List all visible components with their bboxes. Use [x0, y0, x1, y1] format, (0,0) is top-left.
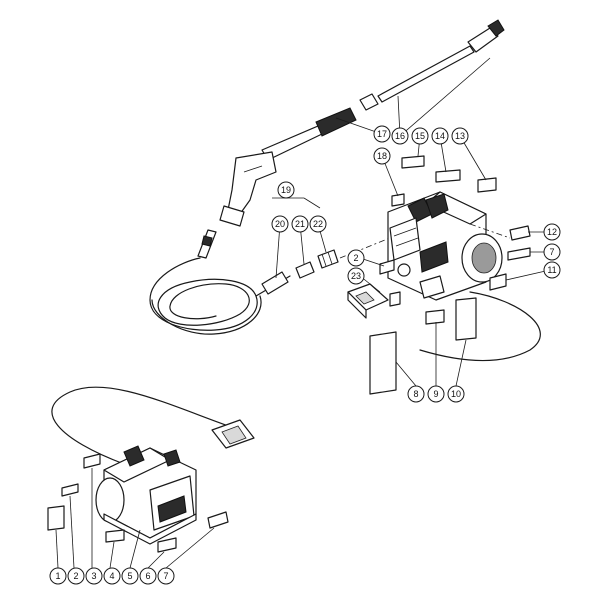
decal-13	[477, 177, 497, 193]
callout-number: 16	[395, 131, 405, 141]
callout-number: 14	[435, 131, 445, 141]
trigger-gun	[197, 107, 357, 259]
callout-circle	[157, 567, 175, 585]
callout-7: 7	[157, 567, 175, 585]
callout-3: 3	[85, 567, 103, 585]
callout-6: 6	[139, 567, 157, 585]
callout-circle	[411, 127, 429, 145]
callout-circle	[271, 215, 289, 233]
callout-18: 18	[373, 147, 391, 165]
callout-number: 11	[547, 265, 556, 275]
decal-7	[507, 247, 531, 261]
callout-circle	[543, 243, 561, 261]
decals-upper	[369, 155, 531, 395]
callout-circle	[391, 127, 409, 145]
callout-number: 9	[433, 389, 438, 399]
callout-number: 20	[275, 219, 285, 229]
callout-number: 22	[313, 219, 323, 229]
callout-number: 18	[377, 151, 387, 161]
callout-circle	[451, 127, 469, 145]
upper-motor-pump	[387, 191, 511, 301]
decal-2	[379, 259, 395, 275]
spray-wand	[359, 19, 505, 111]
callout-number: 13	[455, 131, 465, 141]
decal-8	[369, 331, 397, 395]
decal-10	[455, 297, 477, 341]
callout-20: 20	[271, 215, 289, 233]
callout-9: 9	[427, 385, 445, 403]
callout-number: 17	[377, 129, 387, 139]
callout-23: 23	[347, 267, 365, 285]
callout-circle	[431, 127, 449, 145]
callout-19: 19	[277, 181, 295, 199]
gfci-plug	[347, 283, 389, 319]
callout-circle	[49, 567, 67, 585]
callout-circle	[447, 385, 465, 403]
decal-14	[435, 169, 461, 183]
callout-number: 7	[549, 247, 554, 257]
callout-15: 15	[411, 127, 429, 145]
callout-circle	[277, 181, 295, 199]
callout-2-upper: 2	[347, 249, 365, 267]
callout-circle	[373, 147, 391, 165]
callout-1: 1	[49, 567, 67, 585]
callout-number: 12	[547, 227, 557, 237]
callout-11: 11	[543, 261, 561, 279]
callout-circle	[139, 567, 157, 585]
decal-23-tag	[389, 291, 401, 307]
callout-circle	[103, 567, 121, 585]
callout-4: 4	[103, 567, 121, 585]
callout-7-upper: 7	[543, 243, 561, 261]
decal-9	[425, 309, 445, 325]
callout-number: 19	[281, 185, 291, 195]
callout-circle	[407, 385, 425, 403]
callout-12: 12	[543, 223, 561, 241]
fittings	[295, 237, 391, 279]
callout-number: 3	[91, 571, 96, 581]
callout-circle	[543, 223, 561, 241]
callout-8: 8	[407, 385, 425, 403]
callout-17: 17	[373, 125, 391, 143]
callout-number: 10	[451, 389, 461, 399]
callout-10: 10	[447, 385, 465, 403]
callout-number: 8	[413, 389, 418, 399]
callout-circle	[121, 567, 139, 585]
callout-circle	[291, 215, 309, 233]
lower-assembled-unit	[47, 386, 255, 553]
callout-number: 2	[73, 571, 78, 581]
callout-circle	[309, 215, 327, 233]
callout-number: 5	[127, 571, 132, 581]
power-cord-upper	[419, 291, 541, 362]
decal-15	[401, 155, 425, 169]
callout-number: 2	[353, 253, 358, 263]
callouts: 16 17 15 14 13 18 19 20 21 22 2 23 12 7 …	[49, 125, 561, 585]
callout-13: 13	[451, 127, 469, 145]
callout-circle	[543, 261, 561, 279]
callout-number: 23	[351, 271, 361, 281]
callout-number: 21	[295, 219, 305, 229]
callout-21: 21	[291, 215, 309, 233]
decal-12	[509, 225, 531, 241]
callout-number: 4	[109, 571, 114, 581]
callout-14: 14	[431, 127, 449, 145]
decal-11	[489, 273, 507, 291]
callout-circle	[67, 567, 85, 585]
callout-number: 7	[163, 571, 168, 581]
callout-number: 15	[415, 131, 425, 141]
callout-circle	[85, 567, 103, 585]
callout-16: 16	[391, 127, 409, 145]
callout-circle	[427, 385, 445, 403]
callout-circle	[347, 267, 365, 285]
callout-number: 1	[55, 571, 60, 581]
decal-18	[391, 193, 405, 207]
callout-5: 5	[121, 567, 139, 585]
callout-circle	[347, 249, 365, 267]
callout-22: 22	[309, 215, 327, 233]
high-pressure-hose	[149, 257, 291, 335]
callout-number: 6	[145, 571, 150, 581]
callout-circle	[373, 125, 391, 143]
callout-2: 2	[67, 567, 85, 585]
